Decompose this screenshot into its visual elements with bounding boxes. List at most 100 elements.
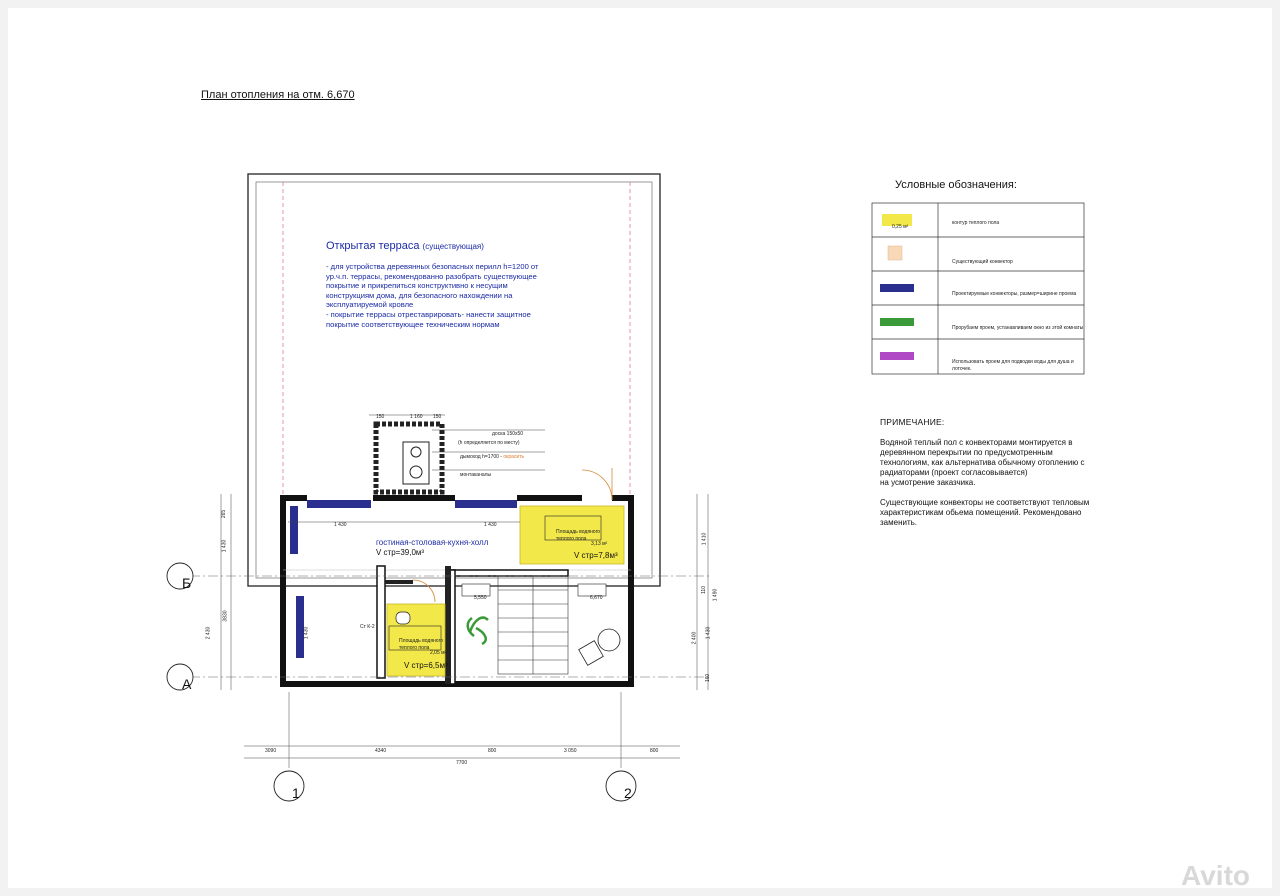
toilet bbox=[395, 611, 411, 625]
legend-text-existing-convector: Существующий конвектор bbox=[952, 259, 1013, 265]
dim-right-a: 1 410 bbox=[701, 532, 708, 546]
dim-bottom-5: 800 bbox=[650, 748, 659, 754]
axis-bubble-b bbox=[166, 562, 194, 590]
warm-floor-label-box-1 bbox=[544, 515, 602, 541]
window-gap-2 bbox=[455, 495, 517, 503]
level-box-2 bbox=[577, 583, 607, 597]
terrace-note-line: покрытие и прикрепиться конструктивно к … bbox=[326, 281, 508, 291]
note-line: заменить. bbox=[880, 518, 918, 527]
axis-bubble-a bbox=[166, 663, 194, 691]
level-mark-1: 5,550 bbox=[474, 595, 487, 601]
door-gap bbox=[582, 495, 612, 503]
legend-title: Условные обозначения: bbox=[895, 179, 1017, 191]
bath-warm-label-2: теплого пола bbox=[399, 645, 430, 651]
legend-text-warm-floor: контур теплого пола bbox=[952, 220, 1000, 226]
level-mark-2: 6,670 bbox=[590, 595, 603, 601]
convector-top-2 bbox=[455, 500, 517, 508]
room1-warm-label-1: Площадь водяного bbox=[556, 529, 601, 535]
note-line: Существующие конвекторы не соответствуют… bbox=[880, 498, 1090, 507]
axis-label-2: 2 bbox=[624, 785, 632, 801]
legend-swatch-label: 0,25 м² bbox=[892, 224, 909, 230]
axis-bubble-1 bbox=[273, 770, 305, 802]
note-line: характеристикам обьема помещений. Рекоме… bbox=[880, 508, 1082, 517]
armchair-table bbox=[597, 628, 621, 652]
dim-left-a: 265 bbox=[221, 509, 228, 519]
axis-label-b: Б bbox=[182, 575, 192, 591]
plant-decor bbox=[466, 616, 489, 646]
chimney-paint-text: окрасить bbox=[503, 454, 525, 460]
interior-wall-stair-top bbox=[447, 569, 569, 577]
riser-label: Ст К-2 bbox=[360, 624, 375, 630]
convector-top-1 bbox=[307, 500, 371, 508]
legend-swatch-window bbox=[880, 318, 914, 326]
axis-label-1: 1 bbox=[292, 785, 300, 801]
legend-swatch-new-convector bbox=[880, 284, 914, 292]
convector-left-2 bbox=[296, 596, 304, 658]
bath-volume: V стр=6,5м³ bbox=[404, 661, 448, 670]
note-paragraph-1: Водяной теплый пол с конвекторами монтир… bbox=[880, 438, 1085, 488]
terrace-note-line: - покрытие террасы отреставрировать- нан… bbox=[326, 309, 531, 319]
note-line: технологиям, как альтернатива обычному о… bbox=[880, 458, 1085, 467]
dim-bottom-4: 3 050 bbox=[564, 748, 577, 754]
dim-top-right: 1 430 bbox=[484, 522, 497, 528]
bath-warm-label-1: Площадь водяного bbox=[399, 638, 444, 644]
dim-right-b: 1 490 bbox=[712, 588, 719, 602]
terrace-notes: - для устройства деревянных безопасных п… bbox=[326, 262, 538, 329]
warm-floor-label-box-2 bbox=[388, 625, 442, 651]
note-paragraph-2: Существующие конвекторы не соответствуют… bbox=[880, 498, 1089, 528]
chimney-flue-text: дымоход h=1700 - bbox=[460, 454, 502, 460]
dim-top-left: 1 430 bbox=[334, 522, 347, 528]
legend-table bbox=[871, 202, 1085, 375]
warm-floor-room1 bbox=[519, 505, 625, 565]
drawing-sheet: План отопления на отм. 6,670 Открытая те… bbox=[8, 8, 1272, 891]
chimney-circle bbox=[410, 446, 422, 458]
chimney-label-board: доска 150х50 bbox=[492, 431, 524, 437]
chimney-dim-2: 1 160 bbox=[410, 414, 423, 420]
terrace-note-line: конструкциям дома, для безопасного нахож… bbox=[326, 290, 513, 300]
dim-right-c: 110 bbox=[700, 586, 707, 594]
room1-volume: V стр=7,8м³ bbox=[574, 551, 618, 560]
interior-wall-dark bbox=[445, 566, 451, 684]
chimney-shaft bbox=[373, 421, 445, 495]
terrace-note-line: покрытие соответствующее техническим нор… bbox=[326, 319, 500, 329]
note-line: Водяной теплый пол с конвекторами монтир… bbox=[880, 438, 1073, 447]
legend-text-window: Прорубаем проем, устанавливаем окно из э… bbox=[952, 325, 1084, 331]
note-title: ПРИМЕЧАНИЕ: bbox=[880, 417, 945, 427]
chimney-flue bbox=[402, 441, 430, 485]
room1-warm-label-2: теплого пола bbox=[556, 536, 587, 542]
level-box-1 bbox=[461, 583, 491, 597]
dim-bottom-3: 800 bbox=[488, 748, 497, 754]
room-living-volume: V стр=39,0м³ bbox=[376, 548, 425, 557]
door-arc-bath bbox=[412, 579, 436, 603]
chimney-label-ducts: монтаканалы bbox=[460, 472, 492, 478]
dim-bottom-1: 3090 bbox=[265, 748, 277, 754]
dim-left-d: 3830 bbox=[222, 610, 229, 622]
legend-text-water-opening: Использовать проем для подводки воды для… bbox=[952, 359, 1074, 372]
terrace-title-main: Открытая терраса bbox=[326, 240, 420, 252]
watermark-logo: Avito bbox=[1181, 860, 1250, 891]
armchair bbox=[578, 640, 604, 666]
axis-label-a: А bbox=[182, 676, 192, 692]
chimney-dim-1: 150 bbox=[376, 414, 385, 420]
note-line: деревянном перекрытии по предусмотренным bbox=[880, 448, 1053, 457]
note-line: на усмотрение заказчика. bbox=[880, 478, 976, 487]
terrace-note-line: ур.ч.п. террасы, рекомендованно разобрат… bbox=[326, 271, 537, 281]
dim-right-d: 2 400 bbox=[691, 631, 698, 645]
note-line: радиаторами (проект согласовывается) bbox=[880, 468, 1028, 477]
terrace-subtitle: (существующая) bbox=[422, 242, 484, 251]
dim-bottom-2: 4340 bbox=[375, 748, 387, 754]
chimney-circle-2 bbox=[409, 465, 423, 479]
chimney-dim-3: 150 bbox=[433, 414, 442, 420]
terrace-title: Открытая терраса (существующая) bbox=[326, 240, 484, 252]
dimension-lines bbox=[220, 494, 709, 759]
legend-swatch-existing-convector bbox=[887, 245, 903, 261]
convector-left-1 bbox=[290, 506, 298, 554]
dim-left-c: 2 430 bbox=[205, 626, 212, 640]
terrace-note-line: эксплуатируемой кровле bbox=[326, 300, 414, 310]
bath-warm-area: 2,05 м² bbox=[430, 650, 447, 656]
terrace-note-line: - для устройства деревянных безопасных п… bbox=[326, 262, 539, 271]
axis-bubble-2 bbox=[605, 770, 637, 802]
chimney-label-height: (h определяется по месту) bbox=[458, 440, 520, 446]
chimney-label-flue: дымоход h=1700 - окрасить bbox=[460, 454, 524, 460]
dim-right-f: 160 bbox=[705, 673, 712, 683]
